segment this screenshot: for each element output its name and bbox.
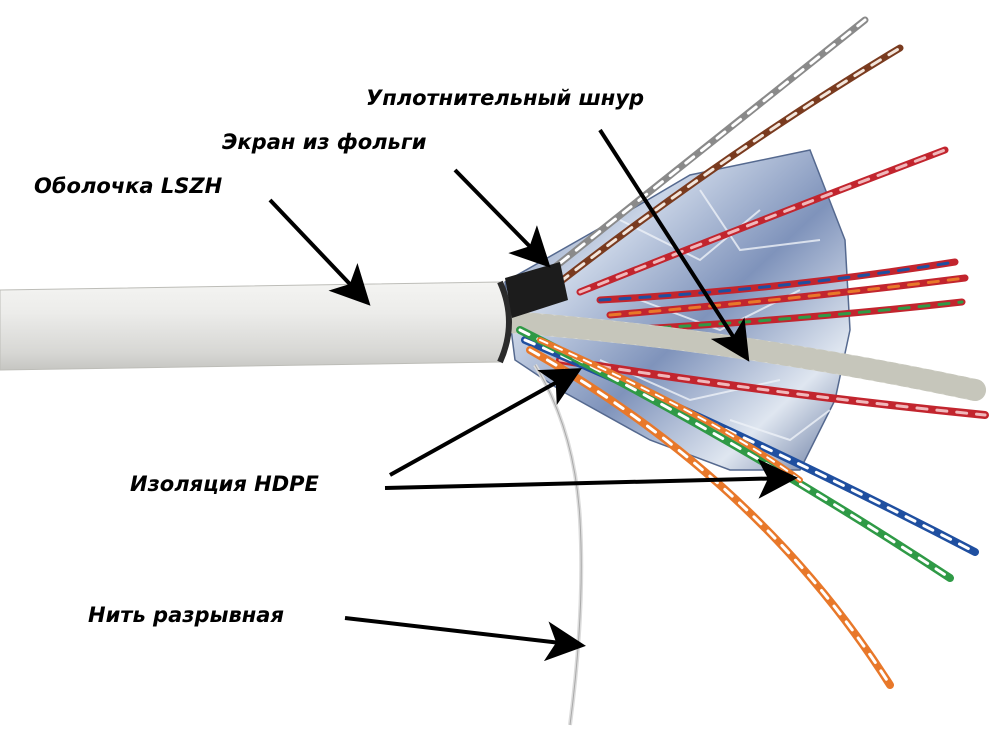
pair-grey-white [541,16,869,279]
arrow-insulation-right [384,458,798,499]
label-insulation: Изоляция HDPE [130,472,319,496]
pair-orange-white [526,346,894,689]
pair-red-blue [596,258,959,304]
ripcord [533,363,584,726]
label-foil-shield: Экран из фольги [222,130,427,154]
arrow-foil-shield [453,168,551,268]
arrow-filler-cord [598,128,750,362]
annotation-arrows [268,128,798,662]
pair-red-orange [606,274,969,319]
arrow-ripcord [344,616,586,662]
cable-jacket [0,281,510,371]
label-jacket: Оболочка LSZH [34,174,223,198]
arrow-jacket [268,198,371,306]
label-ripcord: Нить разрывная [88,603,284,627]
cable-core-end [505,262,568,318]
jacket-cut-edge [497,280,512,364]
pair-brown-white [556,44,904,286]
pair-red-low [556,356,989,419]
arrow-insulation-left [389,368,582,477]
label-filler-cord: Уплотнительный шнур [366,86,645,110]
pair-red-top [576,146,949,296]
